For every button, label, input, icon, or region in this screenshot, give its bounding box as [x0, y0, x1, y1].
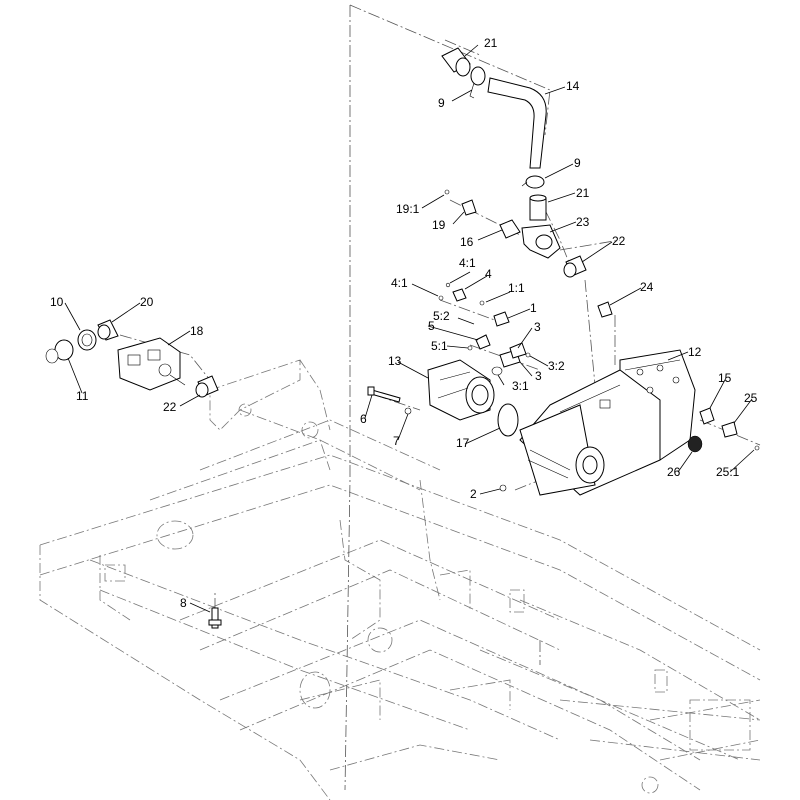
callout-3-upper: 3 [534, 320, 541, 334]
callout-5-1: 5:1 [431, 339, 448, 353]
fittings-3 [491, 342, 531, 376]
callout-18: 18 [190, 324, 204, 338]
fitting-11 [45, 339, 74, 364]
callout-15: 15 [718, 371, 732, 385]
plug-25 [721, 421, 760, 451]
callout-21-top: 21 [484, 36, 498, 50]
fitting-21-top [441, 47, 471, 77]
callout-24: 24 [640, 280, 654, 294]
callout-9-lower: 9 [574, 156, 581, 170]
callout-labels: 21 9 14 9 21 19:1 19 16 23 22 4:1 4:1 4 … [50, 36, 758, 610]
pump-12 [519, 349, 696, 496]
callout-12: 12 [688, 345, 702, 359]
callout-21-lower: 21 [576, 186, 590, 200]
callout-3-lower: 3 [535, 369, 542, 383]
clamp-9-lower [521, 175, 545, 189]
leader-lines [64, 44, 755, 613]
callout-17: 17 [456, 436, 470, 450]
fitting-16 [499, 219, 521, 239]
callout-13: 13 [388, 354, 402, 368]
fitting-15 [699, 407, 715, 425]
callout-5-2: 5:2 [433, 309, 450, 323]
valve-18 [117, 337, 186, 391]
callout-2: 2 [470, 487, 477, 501]
bolt-6 [367, 386, 401, 403]
callout-3-1: 3:1 [512, 379, 529, 393]
callout-14: 14 [566, 79, 580, 93]
fittings-1 [493, 311, 510, 327]
callout-19: 19 [432, 218, 446, 232]
callout-4-1-lower: 4:1 [391, 276, 408, 290]
tee-23 [521, 224, 561, 259]
hose-14 [487, 77, 547, 169]
assembly-lines [119, 4, 761, 791]
callout-1-1: 1:1 [508, 281, 525, 295]
hydraulic-motor-13 [427, 359, 495, 421]
callout-3-2: 3:2 [548, 359, 565, 373]
clamp-9-top [469, 66, 486, 99]
parts [45, 47, 760, 629]
fittings-5 [467, 334, 491, 351]
callout-20: 20 [140, 295, 154, 309]
callout-11: 11 [76, 389, 89, 403]
cap-26 [687, 435, 703, 453]
callout-25-1: 25:1 [716, 465, 740, 479]
callout-9-top: 9 [438, 96, 445, 110]
callout-7: 7 [393, 434, 400, 448]
coupler-22-left [195, 375, 219, 398]
coupler-20 [97, 319, 119, 341]
callout-5: 5 [428, 319, 435, 333]
callout-16: 16 [460, 235, 474, 249]
fitting-21-lower [529, 194, 547, 221]
callout-10: 10 [50, 295, 64, 309]
callout-22-left: 22 [163, 400, 177, 414]
callout-6: 6 [360, 412, 367, 426]
callout-4: 4 [485, 267, 492, 281]
oring-17 [497, 403, 519, 437]
fitting-19 [444, 189, 477, 216]
fitting-10 [77, 329, 97, 351]
plug-24 [597, 301, 613, 318]
callout-8: 8 [180, 596, 187, 610]
callout-4-1-upper: 4:1 [459, 256, 476, 270]
callout-22-right: 22 [612, 234, 626, 248]
callout-19-1: 19:1 [396, 202, 420, 216]
callout-1: 1 [530, 301, 537, 315]
callout-26: 26 [667, 465, 681, 479]
ghosted-frame [39, 359, 761, 800]
coupler-22-right [563, 255, 587, 278]
washer-7 [404, 407, 412, 415]
callout-23: 23 [576, 215, 590, 229]
bolt-8 [208, 607, 222, 629]
fittings-4 [438, 282, 485, 306]
plug-2 [499, 484, 507, 492]
callout-25: 25 [744, 391, 758, 405]
